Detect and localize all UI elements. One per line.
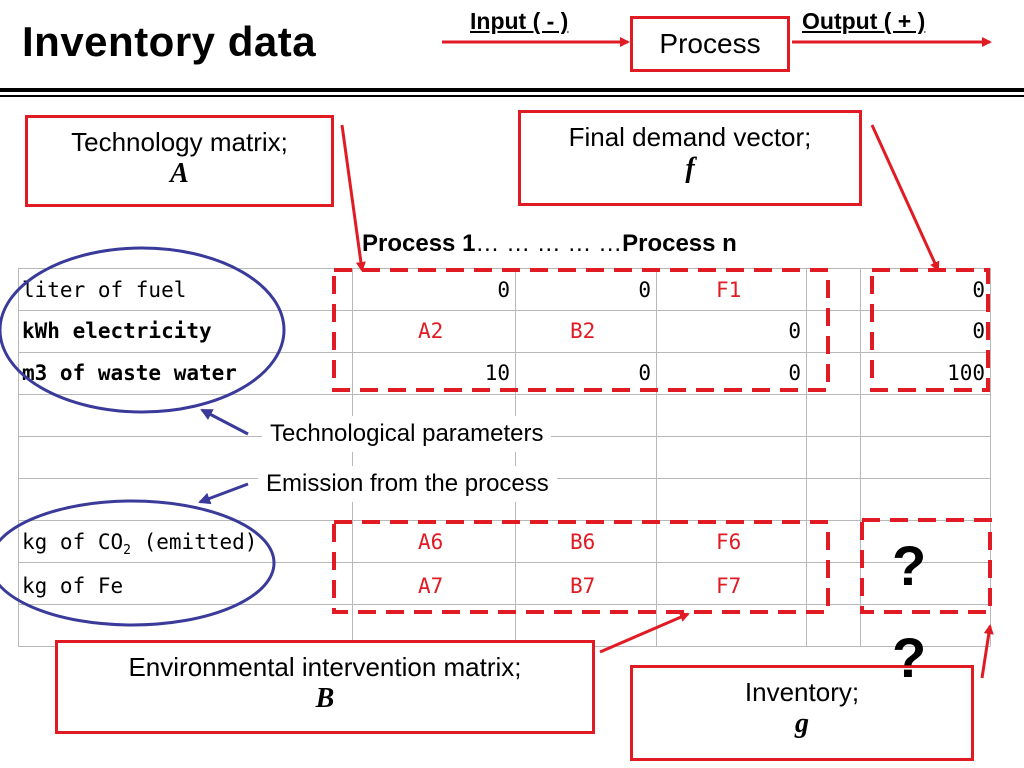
input-label: Input ( - ): [470, 8, 569, 34]
final-demand-dashed: [870, 268, 990, 392]
cell-r6-c2: B6: [570, 530, 596, 554]
grid-hline: [18, 310, 990, 311]
row-label-waste-water: m3 of waste water: [22, 361, 237, 385]
inventory-symbol: g: [795, 708, 809, 739]
cell-r2-c1: A2: [418, 319, 444, 343]
cell-r3-c3: 0: [788, 361, 801, 385]
cell-r6-c1: A6: [418, 530, 444, 554]
process-ellipsis: … … … … …: [475, 230, 623, 257]
final-demand-label: Final demand vector;: [568, 122, 812, 152]
emission-callout: Emission from the process: [258, 466, 557, 502]
inventory-pointer: [980, 624, 994, 679]
cell-r1-c3: F1: [716, 278, 742, 302]
cell-r7-c3: F7: [716, 574, 742, 598]
inventory-box: Inventory; g: [630, 665, 974, 761]
cell-r7-c1: A7: [418, 574, 444, 598]
grid-vline: [352, 268, 353, 646]
final-demand-pointer: [870, 124, 940, 272]
grid-hline: [18, 352, 990, 353]
process-header: Process 1… … … … …Process n: [362, 230, 737, 258]
process-box-label: Process: [659, 28, 761, 59]
technology-matrix-dashed: [332, 268, 830, 392]
grid-vline: [990, 268, 991, 646]
page-title: Inventory data: [22, 18, 317, 65]
final-demand-symbol: f: [685, 153, 695, 184]
technology-matrix-symbol: A: [170, 158, 189, 189]
grid-hline: [18, 604, 990, 605]
grid-hline: [18, 562, 990, 563]
env-intervention-symbol: B: [315, 683, 335, 714]
grid-vline: [18, 268, 19, 646]
cell-r3-f: 100: [947, 361, 985, 385]
env-flows-ellipse: [0, 499, 276, 627]
cell-r1-c1: 0: [497, 278, 510, 302]
question-mark-1: ?: [892, 534, 927, 597]
grid-vline: [656, 268, 657, 646]
process-last-label: Process n: [622, 230, 737, 257]
cell-r6-c3: F6: [716, 530, 742, 554]
cell-r3-c2: 0: [638, 361, 651, 385]
technology-matrix-label: Technology matrix;: [71, 127, 288, 157]
co2-label-suffix: (emitted): [130, 530, 258, 554]
cell-r7-c2: B7: [570, 574, 596, 598]
header-rule-thin: [0, 95, 1024, 97]
tech-param-arrow: [200, 408, 249, 436]
grid-vline: [806, 268, 807, 646]
env-matrix-pointer: [599, 612, 690, 654]
emission-arrow: [198, 482, 249, 505]
grid-vline: [860, 268, 861, 646]
cell-r3-c1: 10: [484, 361, 510, 385]
question-mark-2: ?: [892, 626, 927, 689]
env-intervention-label: Environmental intervention matrix;: [128, 652, 522, 682]
row-label-electricity: kWh electricity: [22, 319, 212, 343]
process-first-label: Process 1: [362, 230, 476, 257]
row-label-co2: kg of CO2 (emitted): [22, 522, 257, 562]
physical-flows-ellipse: [0, 246, 286, 414]
inventory-dashed: [860, 518, 992, 614]
cell-r1-f: 0: [972, 278, 985, 302]
row-label-fe: kg of Fe: [22, 574, 124, 598]
grid-hline: [18, 394, 990, 395]
cell-r2-c3: 0: [788, 319, 801, 343]
output-label: Output ( + ): [802, 8, 926, 34]
tech-matrix-pointer: [340, 124, 366, 272]
inventory-label: Inventory;: [744, 677, 860, 707]
row-label-fuel: liter of fuel: [22, 278, 187, 302]
co2-label-text: kg of CO: [22, 530, 124, 554]
tech-parameters-callout: Technological parameters: [262, 416, 552, 452]
co2-subscript: 2: [123, 543, 131, 559]
grid-vline: [515, 268, 516, 646]
env-matrix-dashed: [332, 520, 830, 614]
cell-r2-f: 0: [972, 319, 985, 343]
final-demand-box: Final demand vector; f: [518, 110, 862, 206]
process-box: Process: [630, 16, 790, 72]
cell-r1-c2: 0: [638, 278, 651, 302]
env-intervention-box: Environmental intervention matrix; B: [55, 640, 595, 734]
header-rule-thick: [0, 88, 1024, 92]
technology-matrix-box: Technology matrix; A: [25, 115, 334, 207]
cell-r2-c2: B2: [570, 319, 596, 343]
